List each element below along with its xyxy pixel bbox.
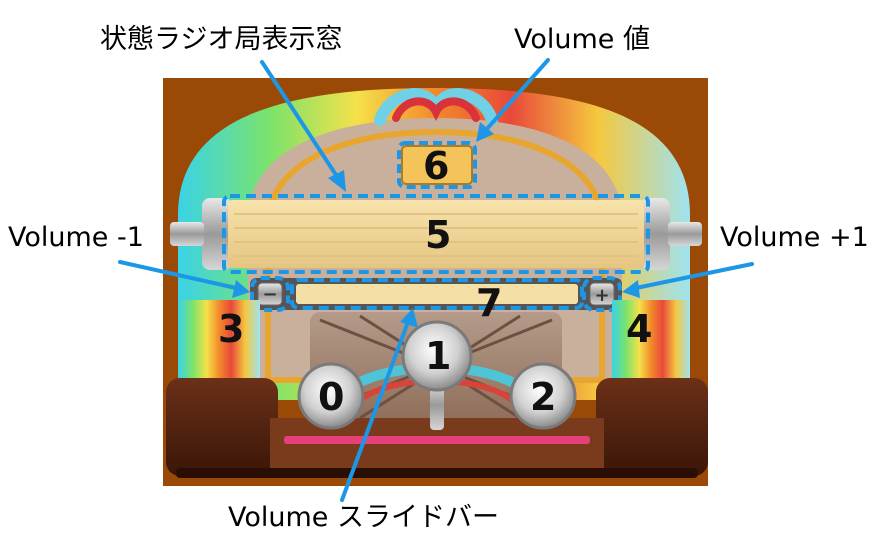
volume-plus-highlight [582,276,622,312]
base-trim [284,436,590,444]
base-right [596,378,708,476]
center-stem [430,380,444,430]
number-7: 7 [476,281,503,325]
crown-ornament-red [392,97,480,122]
window-right-bolt [668,222,702,246]
window-right-cap [640,198,670,270]
volume-plus-button[interactable] [589,282,615,306]
window-left-cap [202,198,232,270]
base-left [166,378,278,476]
base-shadow [176,468,698,478]
volume-minus-button[interactable] [257,282,283,306]
status-window-highlight [222,194,650,274]
volume-value-display [401,145,473,185]
status-window [228,200,644,268]
number-6: 6 [423,144,450,188]
volume-slider-track[interactable] [296,284,578,304]
label-volume-minus: Volume -1 [8,222,144,253]
label-status-window: 状態ラジオ局表示窓 [100,24,343,55]
plus-glyph: + [594,285,609,306]
number-1: 1 [425,334,452,378]
number-0: 0 [318,375,345,419]
window-left-bolt [170,222,204,246]
jukebox-inner-ring [265,128,605,383]
number-3: 3 [218,307,245,351]
number-4: 4 [626,307,653,351]
minus-glyph: − [262,284,277,305]
label-volume-plus: Volume +1 [720,222,869,253]
number-5: 5 [425,213,452,257]
volume-minus-highlight [250,276,290,312]
label-volume-slider: Volume スライドバー [228,502,500,533]
button-2[interactable] [509,362,577,430]
label-volume-value: Volume 値 [514,24,651,55]
number-2: 2 [530,375,557,419]
volume-value-highlight [397,141,477,189]
